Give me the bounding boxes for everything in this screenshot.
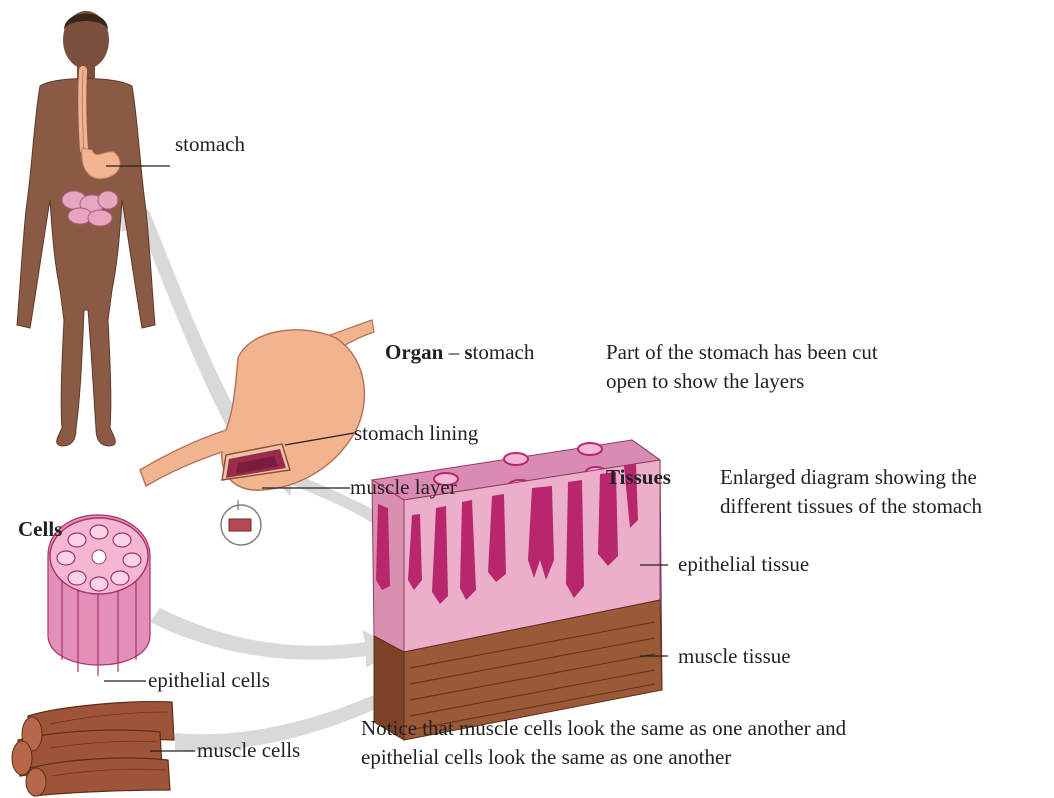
notice-line2: epithelial cells look the same as one an… bbox=[361, 744, 731, 771]
organ-description-line2: open to show the layers bbox=[606, 368, 804, 395]
arrow-epithelial-cells-to-tissue bbox=[150, 608, 398, 668]
stomach-label: stomach bbox=[175, 131, 245, 158]
muscle-tissue-label: muscle tissue bbox=[678, 643, 791, 670]
muscle-cells-label: muscle cells bbox=[197, 737, 300, 764]
organ-heading-bold: Organ bbox=[385, 340, 443, 364]
organ-heading-dash: – bbox=[443, 340, 464, 364]
tissues-heading: Tissues bbox=[606, 464, 671, 491]
organ-description-line1: Part of the stomach has been cut bbox=[606, 339, 878, 366]
tissues-description-line1: Enlarged diagram showing the bbox=[720, 464, 977, 491]
notice-line1: Notice that muscle cells look the same a… bbox=[361, 715, 846, 742]
epithelial-cells-label: epithelial cells bbox=[148, 667, 270, 694]
organ-heading: Organ – stomach bbox=[385, 339, 534, 366]
muscle-layer-label: muscle layer bbox=[350, 474, 457, 501]
organ-heading-rest: tomach bbox=[473, 340, 535, 364]
intestines bbox=[62, 191, 118, 226]
cells-heading: Cells bbox=[18, 516, 62, 543]
stomach-lining-label: stomach lining bbox=[354, 420, 478, 447]
epithelial-cells-illustration bbox=[48, 515, 150, 681]
muscle-cells-illustration bbox=[12, 702, 195, 796]
epithelial-tissue-label: epithelial tissue bbox=[678, 551, 809, 578]
tissues-description-line2: different tissues of the stomach bbox=[720, 493, 982, 520]
stomach-organ-illustration bbox=[140, 320, 374, 545]
human-body-illustration bbox=[17, 11, 170, 446]
organ-heading-s: s bbox=[464, 340, 472, 364]
